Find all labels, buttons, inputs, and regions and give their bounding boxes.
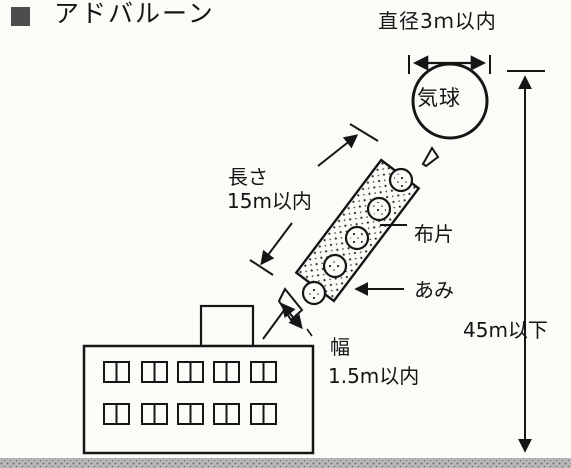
width-label: 幅 [330,335,350,359]
building [82,304,315,455]
balloon-label: 気球 [417,86,461,110]
length-label: 長さ [228,165,268,189]
cloth-label: 布片 [414,222,454,246]
width-limit-label: 1.5m以内 [328,364,420,388]
ground-band [0,458,571,468]
title-square-icon [11,7,30,26]
height-limit-label: 45m以下 [463,318,548,342]
banner-top-cone [421,146,440,168]
width-dimension [281,302,313,337]
height-dimension [507,70,545,453]
length-dimension [249,123,379,276]
tether-line [262,308,286,340]
page-title: アドバルーン [54,0,215,28]
mesh-label: あみ [414,278,454,302]
building-windows [103,361,277,425]
diameter-label: 直径3ｍ以内 [378,9,497,33]
length-limit-label: 15m以内 [227,189,312,213]
cloth-piece-circles [301,167,414,306]
balloon-circle [411,62,489,140]
